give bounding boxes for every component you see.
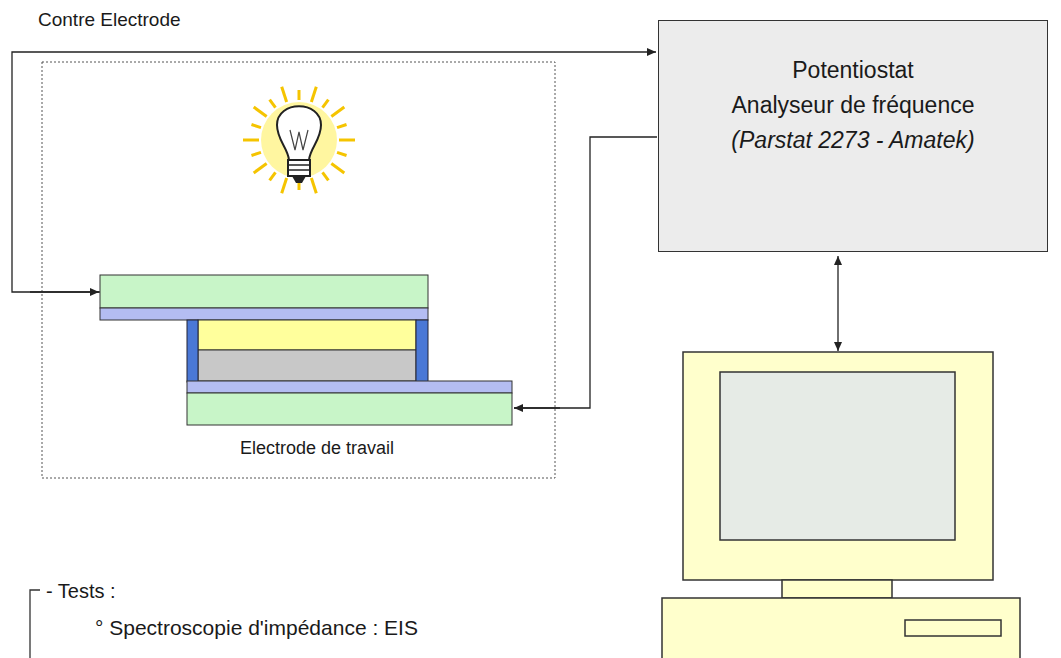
electrode-label: Electrode de travail: [240, 438, 394, 459]
solar-cell: [100, 275, 512, 425]
note-item: ° Spectroscopie d'impédance : EIS: [95, 616, 418, 640]
node-text: (Parstat 2273 - Amatek): [731, 123, 974, 158]
instrument-box: PotentiostatAnalyseur de fréquence(Parst…: [658, 20, 1048, 252]
dark-enclosure: [42, 62, 555, 478]
data-link: [837, 256, 838, 300]
note-heading: - Tests :: [46, 580, 116, 603]
computer: [662, 352, 1020, 658]
bracket: [30, 590, 40, 658]
data-link: [837, 300, 838, 351]
wire-arrow: [514, 407, 560, 408]
counter-electrode-wire: [12, 52, 656, 292]
light-bulb: [243, 87, 355, 194]
node-text: Potentiostat: [792, 53, 913, 88]
wire-arrow: [30, 291, 99, 292]
electrode-label: Contre Electrode: [38, 9, 181, 31]
node-text: Analyseur de fréquence: [732, 88, 975, 123]
working-electrode-wire: [514, 137, 657, 408]
